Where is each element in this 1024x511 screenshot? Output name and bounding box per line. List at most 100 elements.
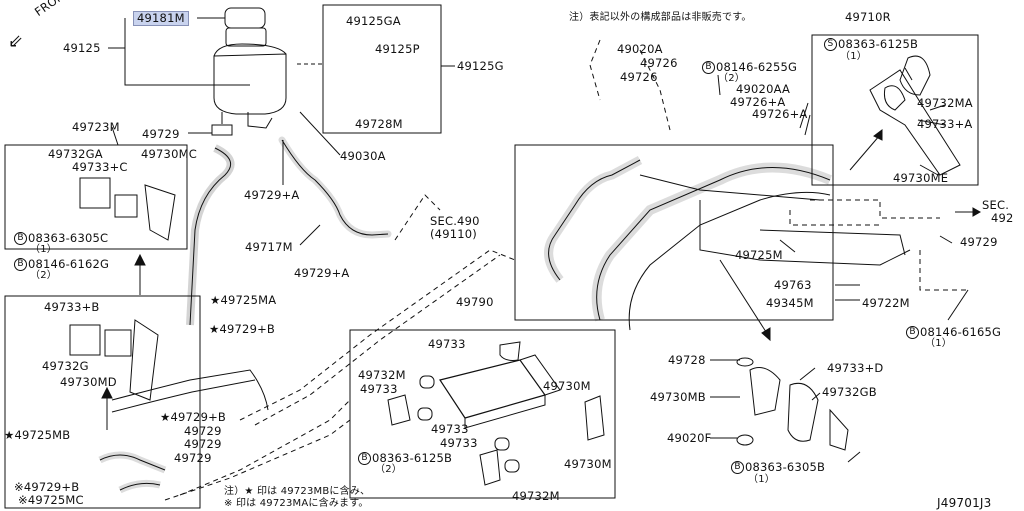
part-label-49020F[interactable]: 49020F: [667, 431, 712, 445]
sec-490-sub: (49110): [430, 227, 477, 241]
sec-492-label[interactable]: SEC.: [982, 198, 1010, 212]
part-label-49125[interactable]: 49125: [63, 41, 101, 55]
right-bracket-box: [811, 34, 979, 186]
qty-2-b: （2）: [375, 464, 402, 475]
part-label-49722M[interactable]: 49722M: [862, 296, 910, 310]
cooler-box: [349, 329, 616, 499]
part-label-49729-d[interactable]: 49729: [174, 451, 212, 465]
part-label-49733-c[interactable]: 49733: [431, 422, 469, 436]
b-circle-icon: B: [702, 61, 715, 74]
part-label-49726-a[interactable]: 49726: [640, 56, 678, 70]
part-label-49732GB[interactable]: 49732GB: [822, 385, 877, 399]
bolt-number: 08363-6125B: [838, 37, 919, 51]
part-label-49729B-1[interactable]: ★49729+B: [209, 322, 276, 336]
s-circle-icon: S: [824, 38, 837, 51]
part-label-49726A-2[interactable]: 49726+A: [752, 107, 808, 121]
part-label-49020A[interactable]: 49020A: [617, 42, 663, 56]
part-label-49125GA[interactable]: 49125GA: [346, 14, 401, 28]
reservoir-cap-shape: [224, 7, 266, 29]
part-label-49730MC[interactable]: 49730MC: [141, 147, 197, 161]
note-bottom-line-1: 注）★ 印は 49723MBに含み、: [224, 486, 371, 497]
reservoir-body: [213, 53, 287, 115]
part-label-49729-a[interactable]: 49729: [142, 127, 180, 141]
part-label-49733D[interactable]: 49733+D: [827, 361, 884, 375]
part-label-49732M-b[interactable]: 49732M: [512, 489, 560, 503]
bolt-number: 08363-6305C: [28, 231, 109, 245]
part-label-49725MC[interactable]: ※49725MC: [18, 493, 84, 507]
part-label-49732MA[interactable]: 49732MA: [917, 96, 973, 110]
part-label-49730MD[interactable]: 49730MD: [60, 375, 117, 389]
qty-1-d: （1）: [748, 474, 775, 485]
part-label-49729A-1[interactable]: 49729+A: [244, 188, 300, 202]
part-label-49125P[interactable]: 49125P: [375, 42, 420, 56]
part-label-49726A-1[interactable]: 49726+A: [730, 95, 786, 109]
note-top: 注）表記以外の構成部品は非販売です。: [569, 12, 752, 23]
part-label-49730M-b[interactable]: 49730M: [564, 457, 612, 471]
sec-490-label[interactable]: SEC.490: [430, 214, 480, 228]
part-label-49763[interactable]: 49763: [774, 278, 812, 292]
part-label-49345M[interactable]: 49345M: [766, 296, 814, 310]
bolt-number: 08146-6162G: [28, 257, 110, 271]
part-label-49729-b[interactable]: 49729: [184, 424, 222, 438]
part-label-49728[interactable]: 49728: [668, 353, 706, 367]
note-bottom-line-2: ※ 印は 49723MAに含みます。: [224, 498, 369, 509]
part-label-49125G[interactable]: 49125G: [457, 59, 504, 73]
part-label-49728M[interactable]: 49728M: [355, 117, 403, 131]
part-label-49726-b[interactable]: 49726: [620, 70, 658, 84]
part-label-49723M[interactable]: 49723M: [72, 120, 120, 134]
part-label-49020AA[interactable]: 49020AA: [736, 82, 791, 96]
part-label-49730MB[interactable]: 49730MB: [650, 390, 706, 404]
part-label-49732G[interactable]: 49732G: [42, 359, 89, 373]
part-label-49733-a[interactable]: 49733: [428, 337, 466, 351]
bolt-number: 08146-6165G: [920, 325, 1002, 339]
part-label-49732M-a[interactable]: 49732M: [358, 368, 406, 382]
part-label-49733B[interactable]: 49733+B: [44, 300, 100, 314]
part-label-49729B-2[interactable]: ★49729+B: [160, 410, 227, 424]
b-circle-icon: B: [14, 258, 27, 271]
qty-1-b: （1）: [840, 51, 867, 62]
part-label-49730ME[interactable]: 49730ME: [893, 171, 949, 185]
qty-1-a: （1）: [30, 244, 57, 255]
qty-2-a: （2）: [30, 270, 57, 281]
part-label-49729B-3[interactable]: ※49729+B: [14, 480, 80, 494]
bolt-number: 08146-6255G: [716, 60, 798, 74]
upper-bracket-box: [4, 144, 188, 250]
part-label-49710R[interactable]: 49710R: [845, 10, 891, 24]
part-label-49725MB[interactable]: ★49725MB: [4, 428, 71, 442]
part-label-49181M[interactable]: 49181M: [133, 11, 189, 26]
qty-2-c: （2）: [718, 73, 745, 84]
part-label-49733C[interactable]: 49733+C: [72, 160, 128, 174]
part-label-49725M[interactable]: 49725M: [735, 248, 783, 262]
part-label-49725MA[interactable]: ★49725MA: [210, 293, 277, 307]
part-label-49790[interactable]: 49790: [456, 295, 494, 309]
b-circle-icon: B: [906, 326, 919, 339]
part-label-49729A-2[interactable]: 49729+A: [294, 266, 350, 280]
b-circle-icon: B: [14, 232, 27, 245]
front-arrow-icon: ⇙: [8, 31, 24, 52]
part-label-49733-d[interactable]: 49733: [440, 436, 478, 450]
part-label-49717M[interactable]: 49717M: [245, 240, 293, 254]
part-label-49030A[interactable]: 49030A: [340, 149, 386, 163]
part-label-49729-c[interactable]: 49729: [184, 437, 222, 451]
part-label-49729-e[interactable]: 49729: [960, 235, 998, 249]
bolt-number: 08363-6125B: [372, 451, 453, 465]
part-label-49733A[interactable]: 49733+A: [917, 117, 973, 131]
part-label-49733-b[interactable]: 49733: [360, 382, 398, 396]
bolt-number: 08363-6305B: [745, 460, 826, 474]
part-label-49730M-a[interactable]: 49730M: [543, 379, 591, 393]
part-label-49732GA[interactable]: 49732GA: [48, 147, 103, 161]
diagram-code: J49701J3: [937, 496, 992, 510]
cap-bracket-box: [322, 4, 442, 134]
sec-492-number[interactable]: 492: [991, 211, 1014, 225]
front-indicator: FRONT: [32, 0, 80, 19]
lower-bracket-box: [4, 295, 201, 509]
